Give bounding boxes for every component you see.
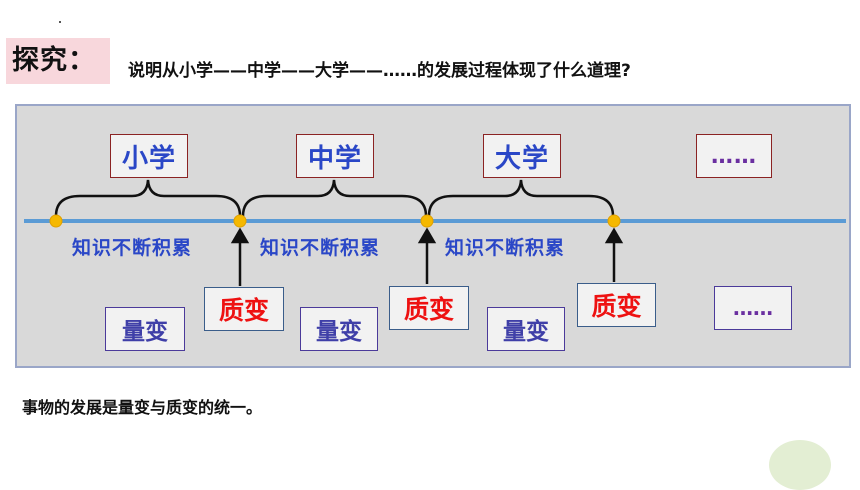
quantitative-change-more: …… <box>714 286 792 330</box>
accumulation-label: 知识不断积累 <box>445 237 566 259</box>
brace-1 <box>54 179 242 218</box>
question-text: 说明从小学——中学——大学——……的发展过程体现了什么道理? <box>128 61 631 81</box>
decorative-dot <box>59 21 61 23</box>
stage-middle-school: 中学 <box>296 134 374 178</box>
brace-3 <box>427 179 615 218</box>
explore-tag: 探究： <box>6 38 110 84</box>
qualitative-change-box: 质变 <box>204 287 284 331</box>
stage-primary-school: 小学 <box>110 134 188 178</box>
timeline-node <box>607 214 621 228</box>
stage-more: …… <box>696 134 772 178</box>
quantitative-change-box: 量变 <box>300 307 378 351</box>
quantitative-change-box: 量变 <box>487 307 565 351</box>
stage-university: 大学 <box>483 134 561 178</box>
brace-2 <box>241 179 428 218</box>
timeline-node <box>49 214 63 228</box>
accumulation-label: 知识不断积累 <box>260 237 381 259</box>
qualitative-change-box: 质变 <box>577 283 656 327</box>
quantitative-change-box: 量变 <box>105 307 185 351</box>
conclusion-text: 事物的发展是量变与质变的统一。 <box>22 398 263 417</box>
qualitative-change-box: 质变 <box>389 286 469 330</box>
timeline-node <box>420 214 434 228</box>
timeline-node <box>233 214 247 228</box>
decorative-blob <box>769 440 831 490</box>
accumulation-label: 知识不断积累 <box>72 237 193 259</box>
